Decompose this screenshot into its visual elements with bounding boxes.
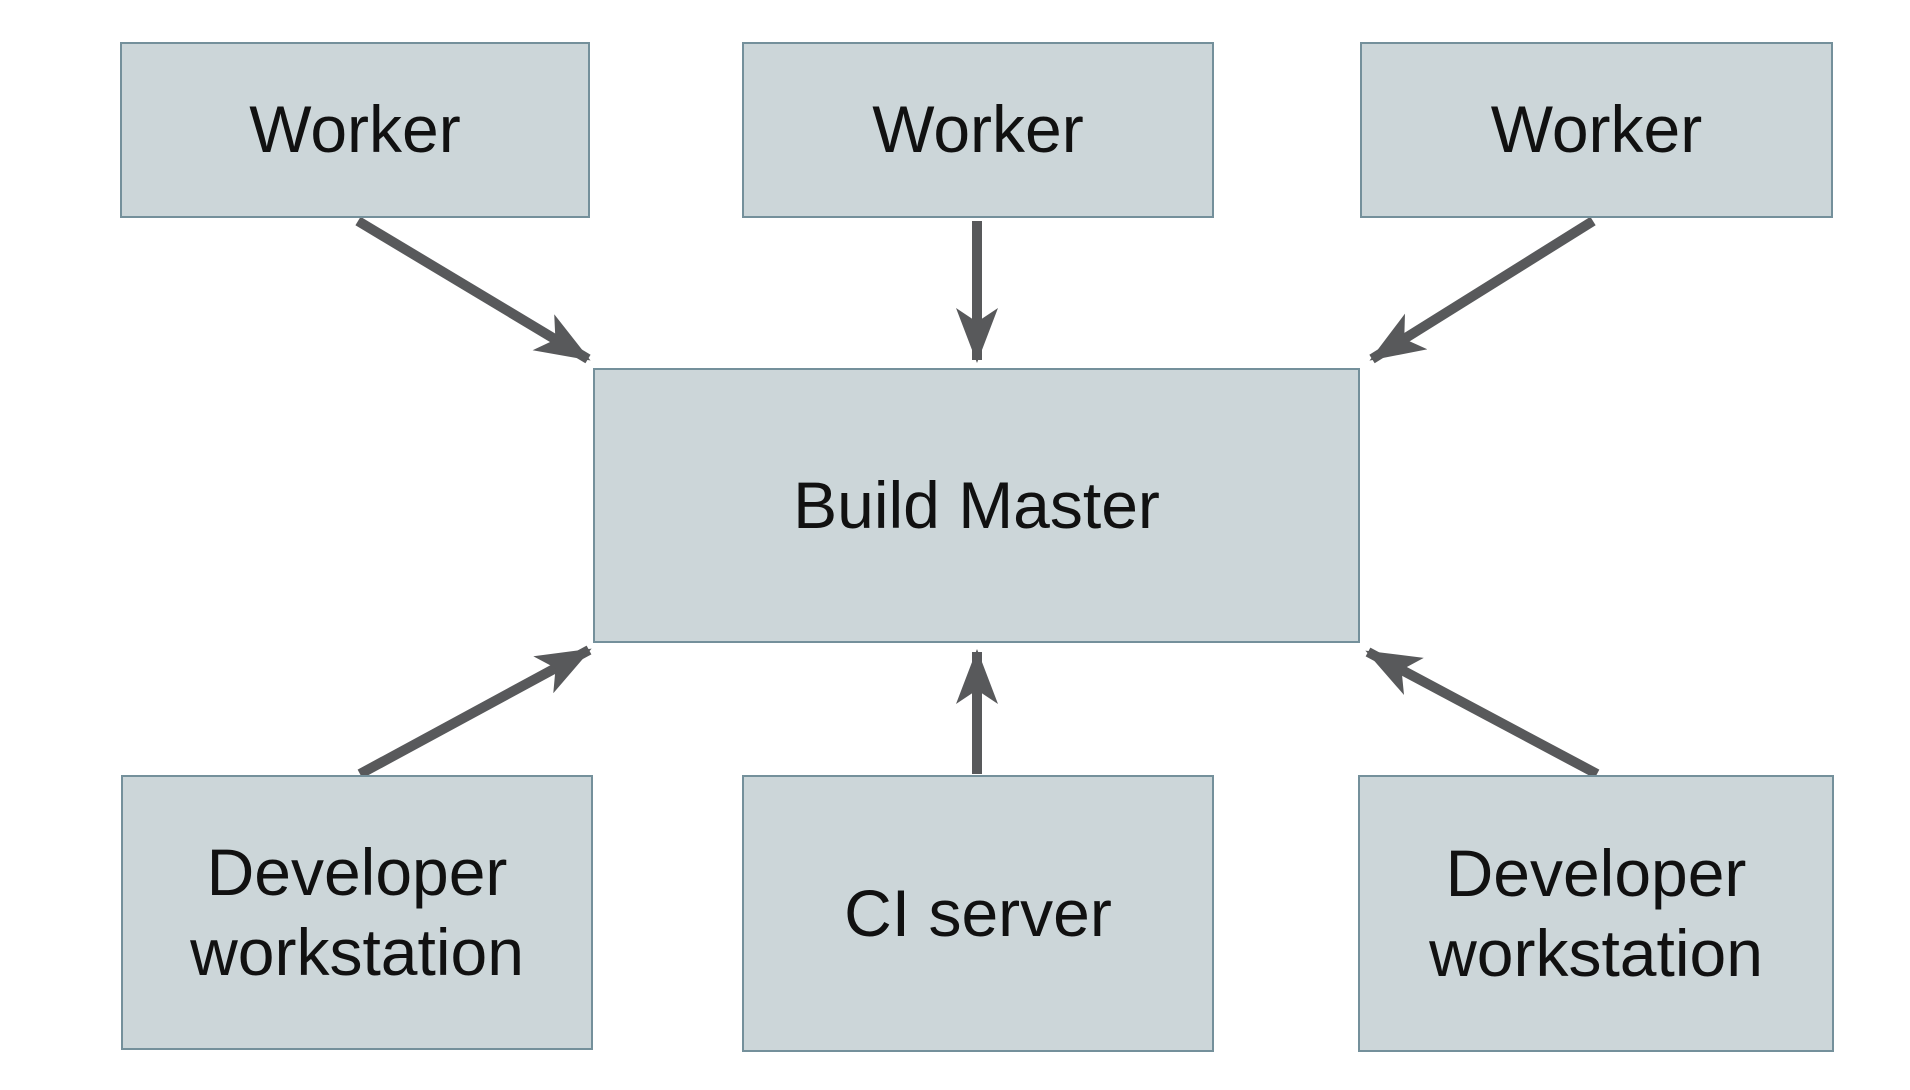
node-developer-workstation-2: Developer workstation [1358, 775, 1834, 1052]
node-build-master: Build Master [593, 368, 1360, 643]
node-developer-workstation-1-label: Developer workstation [190, 835, 524, 989]
arrow-dev-workstation-1-to-build-master [357, 645, 592, 779]
arrow-dev-workstation-2-to-build-master [1365, 647, 1600, 779]
node-developer-workstation-1: Developer workstation [121, 775, 593, 1050]
node-worker-2-label: Worker [872, 92, 1084, 167]
arrow-worker-1-to-build-master [355, 216, 591, 364]
node-worker-1-label: Worker [249, 92, 461, 167]
node-developer-workstation-2-label: Developer workstation [1429, 836, 1763, 990]
node-build-master-label: Build Master [793, 467, 1160, 542]
node-worker-1: Worker [120, 42, 590, 218]
node-ci-server-label: CI server [844, 875, 1112, 950]
node-worker-3-label: Worker [1490, 92, 1703, 167]
node-ci-server: CI server [742, 775, 1214, 1052]
node-worker-3: Worker [1360, 42, 1833, 218]
node-worker-2: Worker [742, 42, 1214, 218]
arrow-worker-3-to-build-master [1369, 216, 1596, 364]
